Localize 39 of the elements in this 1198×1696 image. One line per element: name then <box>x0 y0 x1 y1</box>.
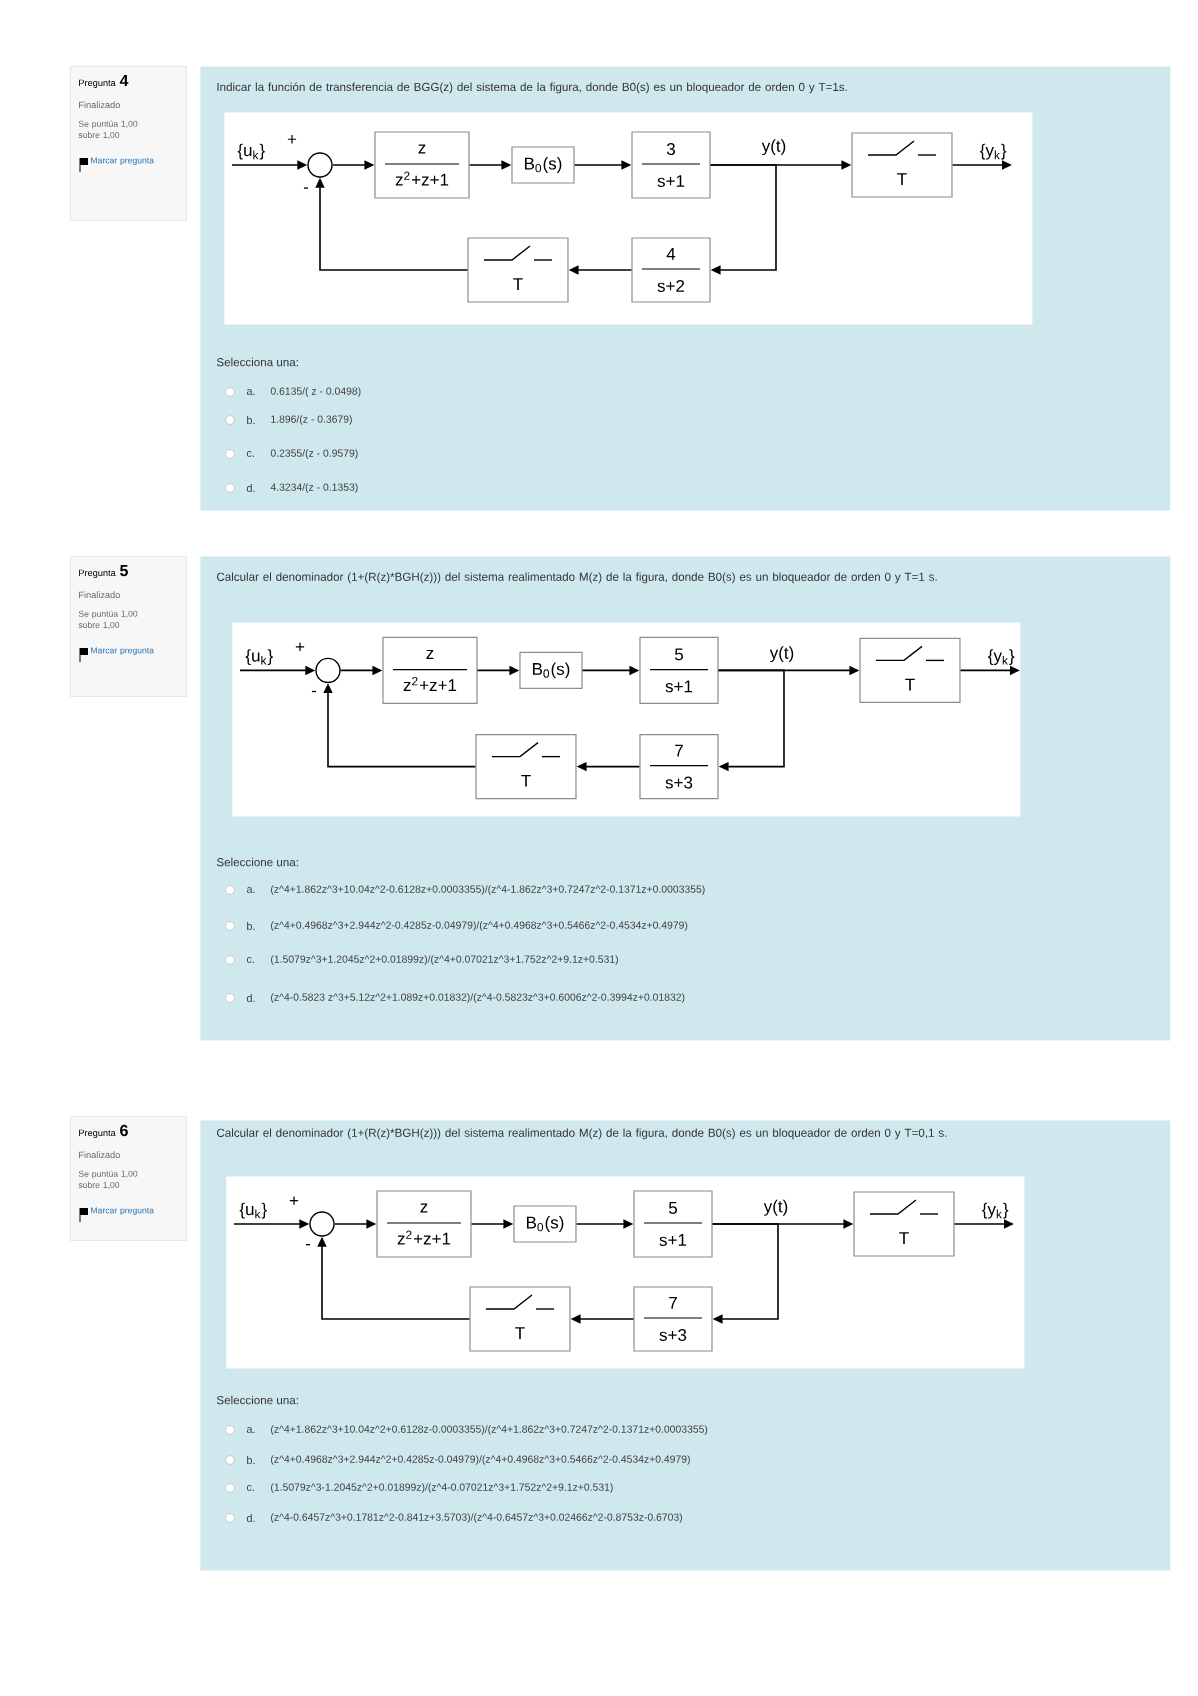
summing-junction <box>309 1211 335 1237</box>
sign-label: - <box>311 690 317 693</box>
hold-box: B$_{0}$(s) <box>513 1205 577 1243</box>
signal-label: {u$_{k}$} <box>237 143 265 160</box>
sampler-box: T <box>469 1286 571 1352</box>
sign-label: + <box>289 1196 299 1205</box>
summing-junction <box>315 657 341 684</box>
transfer-function-box: 7 s+3 <box>633 1286 713 1352</box>
arrow <box>709 164 777 275</box>
sign-label: - <box>303 187 309 189</box>
transfer-function-box: z z$^{2}$+z+1 <box>376 1190 472 1258</box>
transfer-function-box: 4 s+2 <box>631 237 711 303</box>
arrow <box>711 1223 779 1324</box>
signal-label: {u$_{k}$} <box>245 649 273 665</box>
hold-box: B$_{0}$(s) <box>511 146 575 184</box>
signal-label: y(t) <box>763 1199 788 1216</box>
sampler-box: T <box>467 237 569 303</box>
sign-label: - <box>305 1244 311 1246</box>
sign-label: + <box>287 135 297 144</box>
signal-label: {u$_{k}$} <box>239 1202 267 1219</box>
signal-label: {y$_{k}$} <box>982 1202 1009 1219</box>
arrow <box>717 669 785 772</box>
transfer-function-box: 5 s+1 <box>633 1190 713 1258</box>
sign-label: + <box>295 642 305 651</box>
hold-box: B$_{0}$(s) <box>519 651 583 689</box>
sampler-box: T <box>853 1191 955 1257</box>
sampler-box: T <box>851 132 953 198</box>
transfer-function-box: 3 s+1 <box>631 131 711 199</box>
signal-label: y(t) <box>769 646 794 663</box>
transfer-function-box: z z$^{2}$+z+1 <box>382 636 478 704</box>
summing-junction <box>307 152 333 178</box>
transfer-function-box: z z$^{2}$+z+1 <box>374 131 470 199</box>
signal-label: y(t) <box>761 139 786 156</box>
transfer-function-box: 5 s+1 <box>639 636 719 704</box>
signal-label: {y$_{k}$} <box>988 649 1015 665</box>
sampler-box: T <box>859 637 961 703</box>
signal-label: {y$_{k}$} <box>980 143 1007 160</box>
transfer-function-box: 7 s+3 <box>639 734 719 800</box>
sampler-box: T <box>475 734 577 800</box>
